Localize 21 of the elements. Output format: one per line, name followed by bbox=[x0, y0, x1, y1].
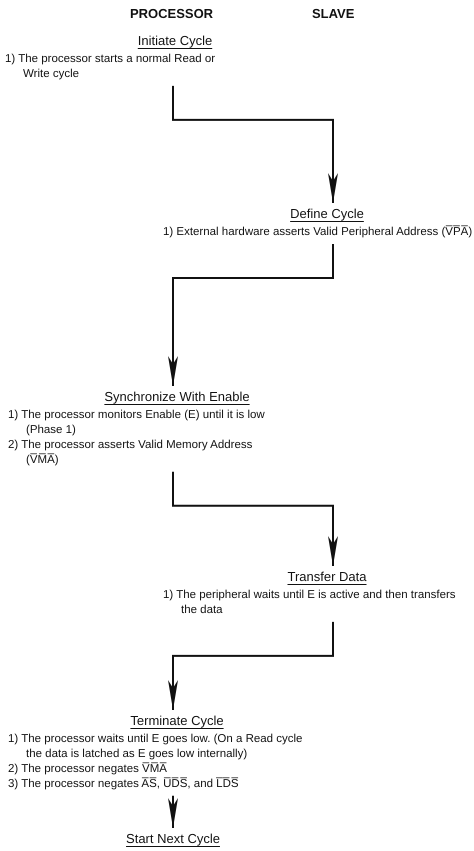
step-description: 1) External hardware asserts Valid Peripheral Address (V̅P̅A̅) bbox=[163, 225, 474, 240]
flow-arrow bbox=[172, 86, 338, 203]
column-heading: PROCESSOR bbox=[130, 6, 214, 21]
flow-arrow bbox=[168, 622, 334, 710]
step-heading: Start Next Cycle bbox=[126, 831, 220, 846]
flow-arrow bbox=[168, 796, 178, 828]
column-heading: SLAVE bbox=[312, 6, 354, 21]
step-heading: Initiate Cycle bbox=[138, 33, 212, 48]
step-description: 2) The processor asserts Valid Memory Address (V̅M̅A̅) bbox=[8, 438, 254, 468]
flow-arrow bbox=[168, 244, 334, 386]
flow-arrow bbox=[172, 472, 338, 566]
step-heading: Synchronize With Enable bbox=[104, 389, 250, 404]
step-description: 1) The peripheral waits until E is active and then transfers the data bbox=[163, 588, 457, 618]
step-heading: Transfer Data bbox=[288, 569, 366, 584]
step-description: 1) The processor starts a normal Read or Write cycle bbox=[5, 52, 216, 82]
step-description: 1) The processor waits until E goes low. (On a Read cycle the data is latched as E goes low internally) bbox=[8, 732, 304, 762]
step-description: 1) The processor monitors Enable (E) until it is low (Phase 1) bbox=[8, 408, 266, 438]
step-heading: Terminate Cycle bbox=[130, 713, 224, 728]
step-description: 3) The processor negates A̅S̅, U̅D̅S̅, and L̅D̅S̅ bbox=[8, 776, 240, 792]
step-description: 2) The processor negates V̅M̅A̅ bbox=[8, 762, 168, 777]
step-heading: Define Cycle bbox=[290, 206, 364, 221]
